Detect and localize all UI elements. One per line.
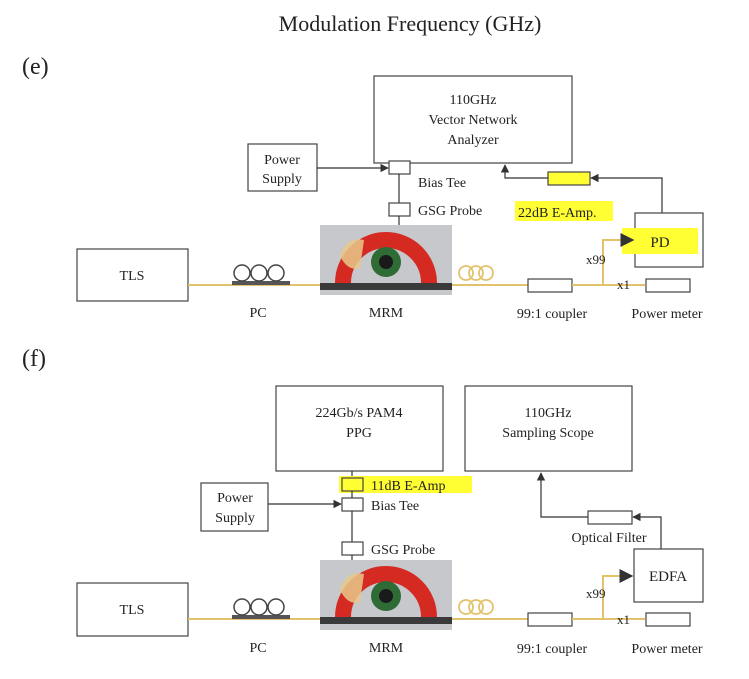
panel-f-label: (f) xyxy=(22,346,46,372)
gsg-probe-label: GSG Probe xyxy=(371,543,435,558)
edfa-to-filter-arrow xyxy=(632,512,662,549)
optical-filter-label: Optical Filter xyxy=(571,531,646,546)
scope-line2: Sampling Scope xyxy=(502,426,593,441)
power-meter-box xyxy=(645,278,691,293)
pd-label: PD xyxy=(650,235,669,251)
x1-label: x1 xyxy=(617,612,630,627)
coupler-box xyxy=(527,612,573,627)
polarization-controller xyxy=(232,598,290,619)
coupler-to-pd-fiber xyxy=(572,233,635,286)
optical-filter-box xyxy=(587,510,633,525)
gsg-probe-label: GSG Probe xyxy=(418,204,482,219)
pd-highlight xyxy=(622,228,698,254)
x99-label: x99 xyxy=(586,252,606,267)
x1-label: x1 xyxy=(617,277,630,292)
power-meter-label: Power meter xyxy=(631,307,702,322)
mrm-image xyxy=(320,560,452,630)
eamp-highlight xyxy=(515,201,613,221)
power-supply-box xyxy=(200,482,269,532)
bias-tee-box xyxy=(388,160,411,175)
vna-box xyxy=(373,75,573,164)
vna-line1: 110GHz xyxy=(450,93,497,108)
mrm-image xyxy=(320,225,452,295)
tls-label: TLS xyxy=(120,603,145,618)
scope-line1: 110GHz xyxy=(525,406,572,421)
eamp-box xyxy=(341,477,364,492)
power-meter-label: Power meter xyxy=(631,642,702,657)
pd-to-eamp-arrow xyxy=(590,173,663,213)
ppg-line2: PPG xyxy=(346,426,372,441)
coupler-label: 99:1 coupler xyxy=(517,642,588,657)
vna-line3: Analyzer xyxy=(447,133,499,148)
fiber-coil xyxy=(458,599,494,615)
panel-e: (e) 110GHz Vector Network Analyzer Power… xyxy=(22,54,704,322)
power-supply-box xyxy=(247,143,318,192)
ppg-line1: 224Gb/s PAM4 xyxy=(315,406,402,421)
gsg-probe-box xyxy=(388,202,411,217)
ppg-box xyxy=(275,385,444,472)
coupler-box xyxy=(527,278,573,293)
mrm-label: MRM xyxy=(369,641,404,656)
panel-e-label: (e) xyxy=(22,54,49,80)
scope-box xyxy=(464,385,633,472)
x99-label: x99 xyxy=(586,586,606,601)
tls-box xyxy=(76,582,189,637)
power-supply-line2: Supply xyxy=(215,511,255,526)
coupler-label: 99:1 coupler xyxy=(517,307,588,322)
power-supply-line1: Power xyxy=(264,153,300,168)
tls-box xyxy=(76,248,189,302)
pc-label: PC xyxy=(249,306,266,321)
gsg-probe-box xyxy=(341,541,364,556)
mrm-label: MRM xyxy=(369,306,404,321)
pc-label: PC xyxy=(249,641,266,656)
eamp-to-vna-arrow xyxy=(500,164,548,179)
fiber-coil xyxy=(458,265,494,281)
coupler-to-edfa-fiber xyxy=(572,569,634,620)
edfa-box xyxy=(633,548,704,603)
vna-line2: Vector Network xyxy=(428,113,517,128)
polarization-controller xyxy=(232,264,290,285)
filter-to-scope-arrow xyxy=(536,472,588,518)
eamp-box xyxy=(547,171,591,186)
edfa-label: EDFA xyxy=(649,569,687,585)
power-meter-box xyxy=(645,612,691,627)
tls-label: TLS xyxy=(120,269,145,284)
eamp-label: 11dB E-Amp xyxy=(371,479,446,494)
eamp-label: 22dB E-Amp. xyxy=(518,206,597,221)
bias-tee-label: Bias Tee xyxy=(371,499,419,514)
eamp-highlight xyxy=(339,476,472,493)
panel-f: (f) 224Gb/s PAM4 PPG 110GHz Sampling Sco… xyxy=(22,346,704,657)
power-supply-line1: Power xyxy=(217,491,253,506)
bias-tee-label: Bias Tee xyxy=(418,176,466,191)
page-title: Modulation Frequency (GHz) xyxy=(279,11,542,36)
bias-tee-box xyxy=(341,497,364,512)
power-supply-line2: Supply xyxy=(262,172,302,187)
